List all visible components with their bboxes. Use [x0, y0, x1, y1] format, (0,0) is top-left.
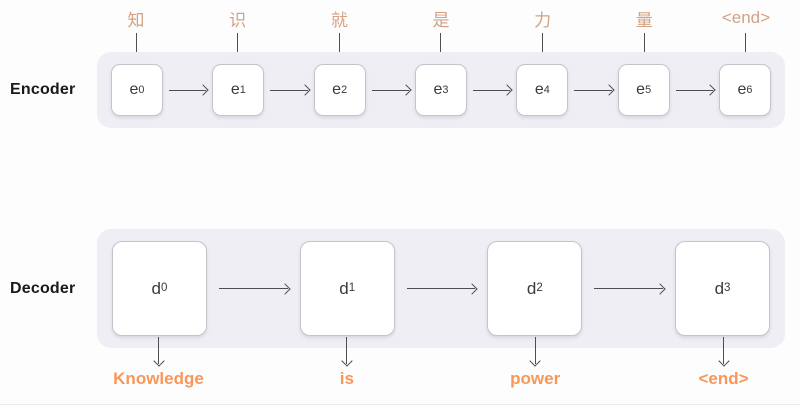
encoder-label: Encoder: [10, 81, 76, 98]
decoder-output-row: Knowledge is power <end>: [112, 367, 770, 391]
encoder-input-token: 力: [534, 10, 552, 30]
down-arrow-icon: [158, 337, 159, 364]
down-arrow-icon: [745, 33, 747, 62]
encoder-input-token: 量: [635, 10, 653, 30]
down-arrow-icon: [534, 337, 536, 364]
bottom-divider: [0, 404, 800, 405]
encoder-input-token: 是: [432, 10, 450, 30]
encoder-input-token: 识: [229, 10, 247, 30]
decoder-output-token: Knowledge: [113, 369, 204, 388]
decoder-output-token: is: [339, 369, 354, 388]
down-arrow-icon: [722, 337, 724, 364]
decoder-label-wrap: Decoder: [0, 229, 97, 348]
encoder-input-arrow-row: [111, 33, 771, 62]
right-arrow-icon: [472, 89, 511, 91]
right-arrow-icon: [169, 89, 207, 91]
decoder-output-token: <end>: [698, 369, 749, 388]
encoder-input-token: 就: [330, 10, 348, 30]
down-arrow-icon: [643, 33, 645, 62]
decoder-output-arrow-row: [112, 337, 770, 364]
encoder-input-row: 知 识 就 是 力 量 <end>: [111, 5, 771, 31]
encoder-input-token: 知: [127, 10, 145, 30]
encoder-input-token: <end>: [721, 8, 771, 27]
encoder-label-wrap: Encoder: [0, 52, 97, 128]
down-arrow-icon: [237, 33, 239, 62]
right-arrow-icon: [270, 89, 308, 91]
right-arrow-icon: [371, 89, 409, 91]
down-arrow-icon: [135, 33, 137, 62]
right-arrow-icon: [675, 89, 713, 91]
down-arrow-icon: [338, 33, 340, 62]
right-arrow-icon: [406, 288, 476, 289]
right-arrow-icon: [594, 288, 664, 289]
right-arrow-icon: [574, 89, 612, 91]
down-arrow-icon: [542, 33, 544, 62]
down-arrow-icon: [440, 33, 442, 62]
right-arrow-icon: [219, 288, 288, 289]
decoder-label: Decoder: [10, 279, 76, 297]
down-arrow-icon: [346, 337, 348, 364]
decoder-output-token: power: [510, 369, 561, 388]
